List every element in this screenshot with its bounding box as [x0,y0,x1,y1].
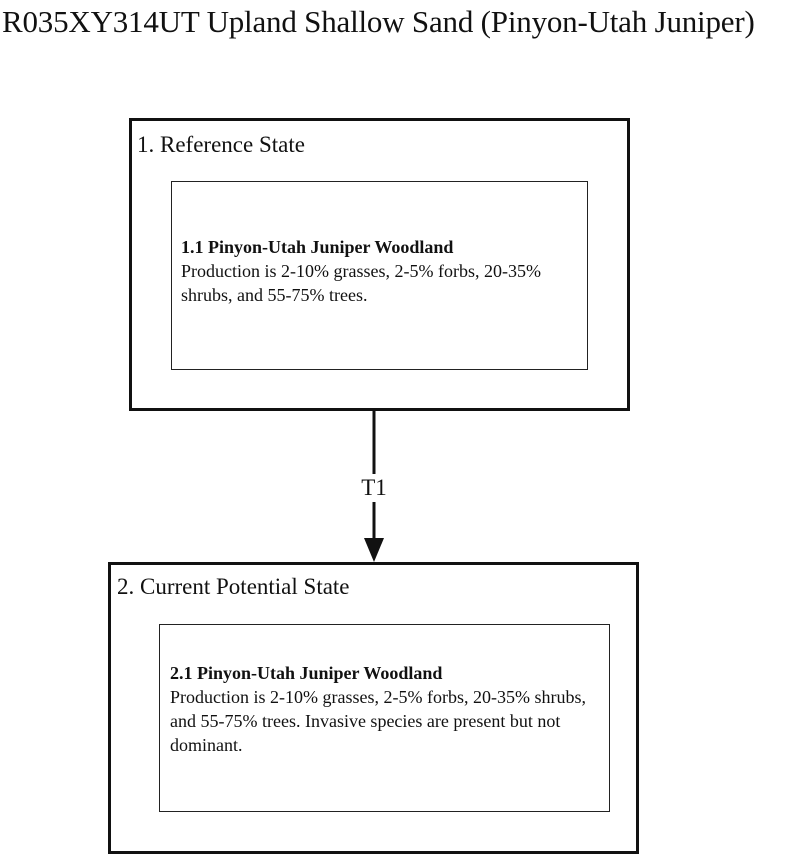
state-label-reference: 1. Reference State [137,132,305,157]
transition-arrow-head [364,538,384,562]
community-description-2-1: Production is 2-10% grasses, 2-5% forbs,… [170,687,586,755]
community-box-1-1 [171,181,588,370]
community-name-1-1: 1.1 Pinyon-Utah Juniper Woodland [181,237,454,257]
community-name-2-1: 2.1 Pinyon-Utah Juniper Woodland [170,663,443,683]
community-text-1-1: 1.1 Pinyon-Utah Juniper Woodland Product… [181,235,581,307]
community-box-2-1 [159,624,610,812]
state-label-current-potential: 2. Current Potential State [117,574,350,599]
community-text-2-1: 2.1 Pinyon-Utah Juniper Woodland Product… [170,661,595,757]
community-description-1-1: Production is 2-10% grasses, 2-5% forbs,… [181,261,541,305]
transition-label-t1: T1 [352,474,396,502]
diagram-title: R035XY314UT Upland Shallow Sand (Pinyon-… [2,4,755,39]
